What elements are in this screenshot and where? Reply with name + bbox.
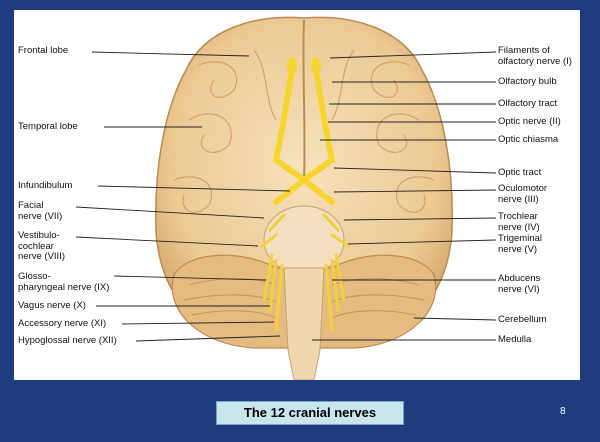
label-oculomotor-nerve: Oculomotor nerve (III) bbox=[498, 184, 547, 205]
label-frontal-lobe: Frontal lobe bbox=[18, 46, 68, 57]
label-olfactory-tract: Olfactory tract bbox=[498, 99, 557, 110]
label-olfactory-filaments: Filaments of olfactory nerve (I) bbox=[498, 46, 572, 67]
medulla-shape bbox=[284, 268, 324, 380]
label-optic-tract: Optic tract bbox=[498, 168, 541, 179]
slide-caption: The 12 cranial nerves bbox=[216, 401, 404, 425]
label-optic-nerve: Optic nerve (II) bbox=[498, 117, 561, 128]
label-optic-chiasma: Optic chiasma bbox=[498, 135, 558, 146]
label-cerebellum: Cerebellum bbox=[498, 315, 547, 326]
label-vestibulocochlear-nerve: Vestibulo- cochlear nerve (VIII) bbox=[18, 231, 65, 263]
label-facial-nerve: Facial nerve (VII) bbox=[18, 201, 62, 222]
label-trochlear-nerve: Trochlear nerve (IV) bbox=[498, 212, 540, 233]
label-olfactory-bulb: Olfactory bulb bbox=[498, 77, 557, 88]
label-medulla: Medulla bbox=[498, 335, 531, 346]
label-accessory-nerve: Accessory nerve (XI) bbox=[18, 319, 106, 330]
label-trigeminal-nerve: Trigeminal nerve (V) bbox=[498, 234, 542, 255]
label-temporal-lobe: Temporal lobe bbox=[18, 122, 78, 133]
label-vagus-nerve: Vagus nerve (X) bbox=[18, 301, 86, 312]
brain-figure: Frontal lobe Temporal lobe Infundibulum … bbox=[14, 10, 580, 380]
slide-number: 8 bbox=[560, 406, 566, 417]
label-hypoglossal-nerve: Hypoglossal nerve (XII) bbox=[18, 336, 117, 347]
label-infundibulum: Infundibulum bbox=[18, 181, 72, 192]
label-glossopharyngeal-nerve: Glosso- pharyngeal nerve (IX) bbox=[18, 272, 109, 293]
label-abducens-nerve: Abducens nerve (VI) bbox=[498, 274, 540, 295]
